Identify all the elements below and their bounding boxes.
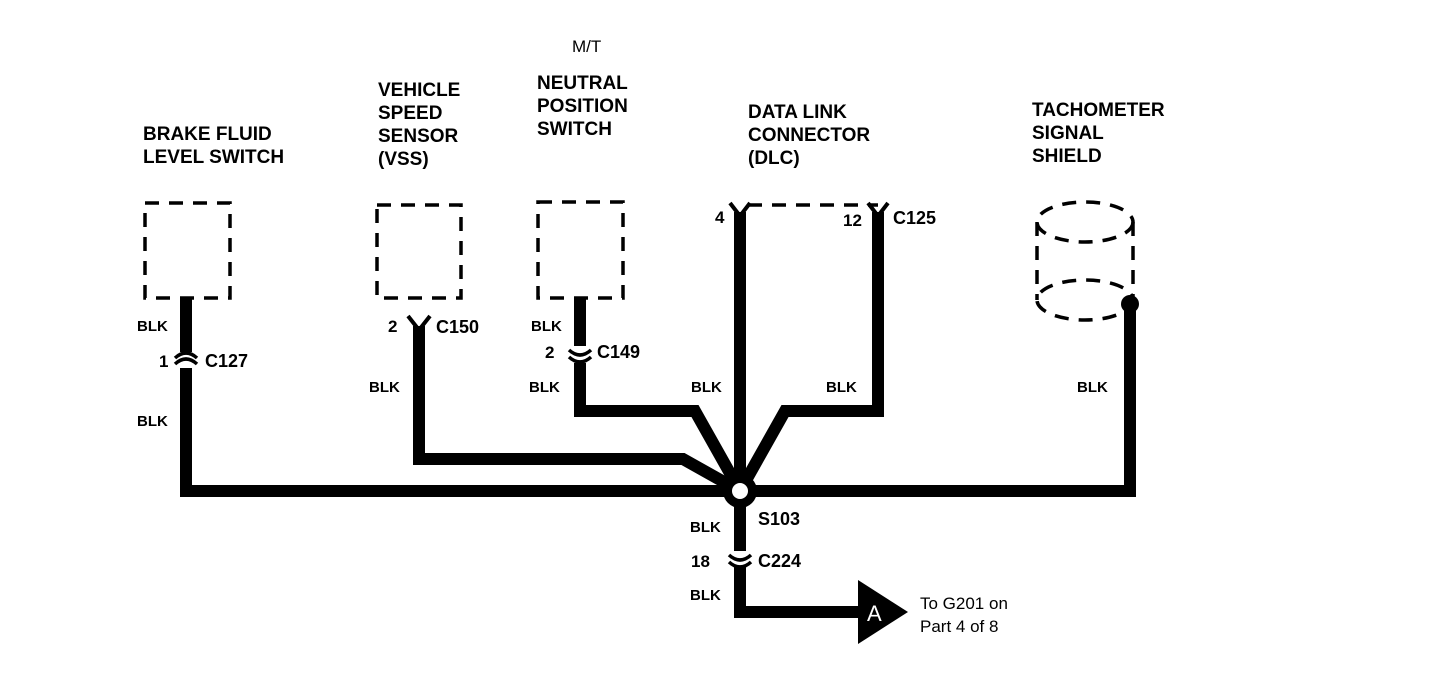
connector-c224-symbol xyxy=(727,553,753,569)
wire-neutral-lower xyxy=(574,363,746,494)
offpage-connector-a: A xyxy=(858,580,908,644)
wire-color-label: BLK xyxy=(690,519,721,536)
wire-to-ground xyxy=(734,566,860,618)
wire-color-label: BLK xyxy=(529,379,560,396)
brake-fluid-level-switch-title: BRAKE FLUID LEVEL SWITCH xyxy=(143,124,284,168)
wire-color-label: BLK xyxy=(826,379,857,396)
wire-dlc-pin12 xyxy=(734,212,884,494)
offpage-letter: A xyxy=(867,601,882,626)
connector-c149-symbol xyxy=(567,348,593,364)
vehicle-speed-sensor-box xyxy=(375,203,463,300)
splice-s103-label: S103 xyxy=(758,509,800,529)
c150-label: C150 xyxy=(436,317,479,337)
c224-label: C224 xyxy=(758,551,801,571)
connector-c125-pin4-symbol xyxy=(728,201,752,220)
vehicle-speed-sensor-title: VEHICLE SPEED SENSOR (VSS) xyxy=(378,80,466,170)
manual-transmission-qualifier: M/T xyxy=(572,37,601,56)
c125-pin12-number: 12 xyxy=(843,211,862,230)
brake-fluid-level-switch-box xyxy=(143,201,232,300)
wire-color-label: BLK xyxy=(691,379,722,396)
wire-color-label: BLK xyxy=(369,379,400,396)
splice-s103-symbol xyxy=(723,474,757,508)
c150-pin-number: 2 xyxy=(388,317,397,336)
tachometer-signal-shield-title: TACHOMETER SIGNAL SHIELD xyxy=(1032,100,1170,167)
data-link-connector-title: DATA LINK CONNECTOR (DLC) xyxy=(748,102,875,169)
connector-c125-pin12-symbol xyxy=(866,201,890,220)
connector-c127-symbol xyxy=(173,351,199,366)
neutral-position-switch-box xyxy=(536,200,625,300)
tach-shield-connection-dot xyxy=(1121,295,1139,313)
wire-color-label: BLK xyxy=(137,413,168,430)
connector-c150-symbol xyxy=(406,314,432,334)
c149-pin-number: 2 xyxy=(545,343,554,362)
c149-label: C149 xyxy=(597,342,640,362)
tachometer-shield-cylinder xyxy=(1035,200,1135,322)
wire-color-label: BLK xyxy=(531,318,562,335)
wire-color-label: BLK xyxy=(137,318,168,335)
c125-pin4-number: 4 xyxy=(715,208,725,227)
c127-label: C127 xyxy=(205,351,248,371)
c224-pin-number: 18 xyxy=(691,552,710,571)
c127-pin-number: 1 xyxy=(159,352,168,371)
c125-label: C125 xyxy=(893,208,936,228)
wire-vss xyxy=(413,326,743,497)
offpage-destination-note: To G201 on Part 4 of 8 xyxy=(920,594,1013,636)
wire-color-label: BLK xyxy=(690,587,721,604)
wire-brake-lower xyxy=(180,368,740,497)
neutral-position-switch-title: NEUTRAL POSITION SWITCH xyxy=(537,73,633,140)
wire-tach-shield xyxy=(740,307,1136,497)
wire-color-label: BLK xyxy=(1077,379,1108,396)
